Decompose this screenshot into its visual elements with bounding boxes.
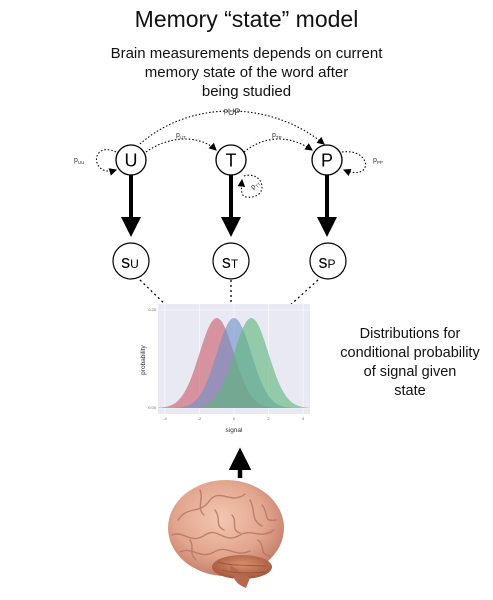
note-line: Distributions for	[359, 326, 461, 342]
distribution-chart: -4 -2 0 2 4 0.20 0.00 signal probability	[140, 304, 310, 434]
note-line: of signal given	[363, 364, 457, 380]
label-p-pp: pPP	[373, 157, 383, 165]
label-p-tp: pTP	[272, 132, 282, 140]
chart-series	[158, 318, 310, 408]
subtitle-line: being studied	[201, 83, 292, 100]
label-p-ut: pUT	[176, 132, 186, 140]
y-tick-label: 0.00	[148, 405, 157, 410]
label-p-uu: pUU	[74, 157, 84, 165]
x-tick-label: 0	[233, 416, 236, 421]
arrow-u-to-p	[139, 110, 325, 145]
state-t-label: T	[226, 151, 237, 171]
y-axis-label: probability	[140, 344, 147, 374]
state-u-label: U	[125, 151, 138, 171]
state-node-t: T	[215, 144, 247, 176]
state-p-label: P	[321, 151, 333, 171]
label-p-tt: pTT	[250, 179, 262, 191]
arrow-t-to-t	[237, 174, 263, 198]
x-tick-label: -4	[163, 416, 167, 421]
signal-su-label: sU	[121, 252, 139, 272]
density-area-series-3	[158, 318, 310, 408]
signal-node-st: sT	[212, 242, 250, 280]
arrow-u-to-t	[145, 138, 217, 153]
signal-node-su: sU	[112, 242, 150, 280]
x-tick-label: 4	[302, 416, 305, 421]
state-node-p: P	[311, 144, 343, 176]
signal-sp-label: sP	[318, 252, 335, 272]
note-line: conditional probability	[340, 345, 480, 361]
brain-image	[168, 480, 284, 588]
x-tick-label: 2	[267, 416, 270, 421]
transition-arrows	[95, 110, 367, 198]
distributions-note: Distributions for conditional probabilit…	[335, 325, 485, 401]
diagram-subtitle: Brain measurements depends on current me…	[60, 44, 433, 101]
subtitle-line: Brain measurements depends on current	[110, 45, 383, 62]
diagram-title: Memory “state” model	[134, 6, 359, 32]
y-tick-label: 0.20	[148, 307, 157, 312]
emission-arrows	[121, 175, 337, 237]
x-axis-label: signal	[226, 427, 244, 434]
state-node-u: U	[115, 144, 147, 176]
arrow-p-to-p	[341, 151, 367, 177]
y-tick-labels: 0.20 0.00	[148, 307, 157, 410]
signal-st-label: sT	[222, 252, 239, 272]
label-p-up: pUP	[224, 107, 240, 117]
x-tick-labels: -4 -2 0 2 4	[163, 416, 305, 421]
subtitle-line: memory state of the word after	[144, 64, 349, 81]
arrow-t-to-p	[243, 138, 313, 153]
transition-labels: pUP pUT pTP pUU pTT pPP	[74, 107, 383, 191]
arrow-u-to-u	[95, 149, 118, 176]
x-tick-label: -2	[198, 416, 202, 421]
note-line: state	[394, 383, 426, 399]
signal-node-sp: sP	[309, 242, 347, 280]
